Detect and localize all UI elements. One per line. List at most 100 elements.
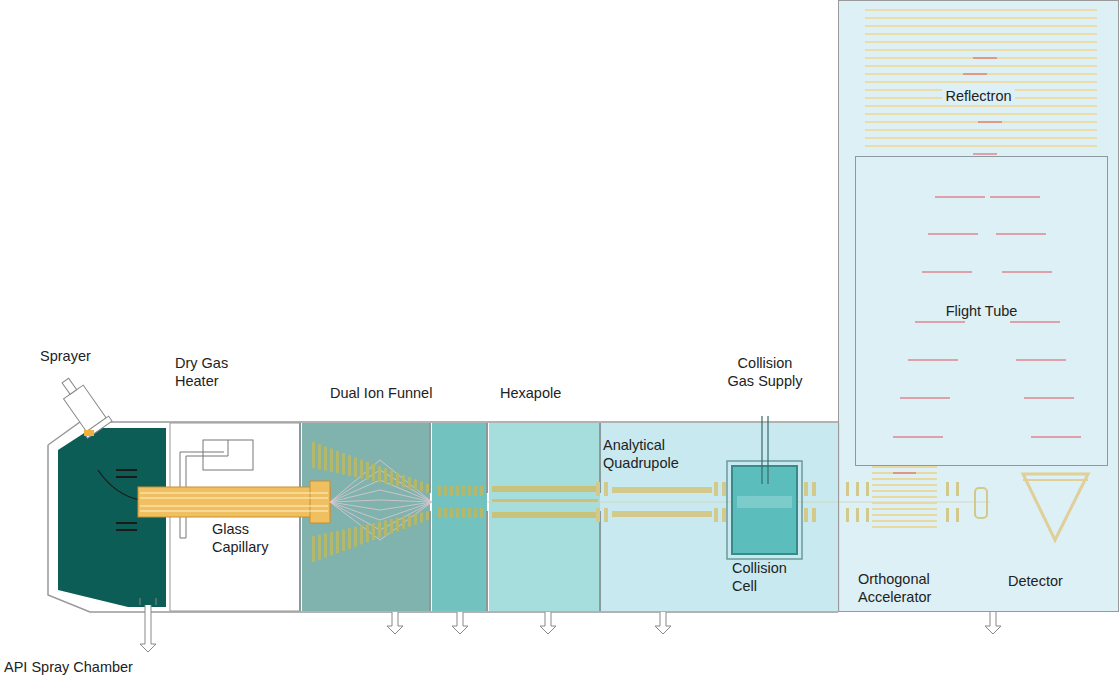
ion-lens [604,482,608,496]
part-label: Analytical Quadrupole [603,436,698,472]
funnel-electrode [378,522,381,538]
reflectron-plate [865,73,1097,75]
ion-lens [956,508,959,522]
reflectron-plate [865,121,1097,123]
field-mark [978,122,1002,123]
funnel-electrode [312,536,315,562]
ion-lens [866,508,869,522]
funnel-electrode [480,486,483,496]
field-mark [915,322,965,323]
funnel-electrode [456,508,459,518]
funnel-electrode [372,523,375,540]
part-name: Reflectron [839,87,1118,105]
accelerator-plate [872,466,937,468]
cell-guide [737,496,792,508]
ion-trajectory [330,502,432,510]
field-mark [922,272,972,273]
ion-trajectory [330,490,432,502]
funnel-electrode [408,515,411,527]
reflectron-plate [865,145,1097,147]
accelerator-plate [872,502,937,504]
funnel-electrode [354,527,357,547]
funnel-electrode [384,520,387,535]
reflectron-plate [865,57,1097,59]
chamber-wall [486,423,488,611]
field-mark [893,473,916,474]
chamber-wall [429,423,431,611]
funnel-electrode [402,517,405,530]
funnel-electrode [426,511,429,520]
funnel-electrode [372,464,375,481]
reflectron-plate [865,89,1097,91]
field-mark [963,74,987,75]
sprayer-symbol [53,372,112,438]
ion-trajectory [330,500,432,502]
beam-stop [975,488,987,518]
sprayer-inlet [62,378,77,394]
ion-lens [804,482,808,496]
funnel-electrode [336,531,339,553]
accelerator-plate [872,484,937,486]
funnel-electrode [390,519,393,533]
funnel-electrode [402,475,405,488]
funnel-electrode [366,524,369,542]
text-patch: Reflectron [942,87,1014,105]
funnel-electrode [390,471,393,485]
funnel-electrode [366,462,369,480]
funnel-electrode [456,486,459,496]
pump-arrow [452,612,468,634]
funnel-electrode [312,442,315,468]
ion-lens [604,508,608,522]
funnel-electrode [468,486,471,496]
hexapole-rod [492,499,598,502]
funnel-electrode [414,479,417,490]
ion-lens [946,482,949,496]
reflectron-plate [865,105,1097,107]
ion-lens [722,508,726,522]
ion-lens [846,508,849,522]
funnel-electrode [474,486,477,496]
field-mark [990,197,1040,198]
field-mark [893,437,943,438]
field-mark [973,154,997,155]
reflectron-plate [865,129,1097,131]
funnel-electrode [318,444,321,469]
tof-housing: ReflectronFlight Tube [838,0,1119,612]
flight-tube-box: Flight Tube [855,156,1108,466]
funnel-electrode [396,473,399,486]
funnel-electrode [360,526,363,545]
accelerator-plate [872,520,937,522]
reflectron-plate [865,97,1097,99]
funnel-electrode [450,486,453,496]
funnel-electrode [360,460,363,479]
spray-plume [98,470,140,500]
funnel-electrode [438,508,441,518]
ion-lens [812,508,816,522]
pump-arrow [985,612,1001,634]
funnel-electrode [474,508,477,518]
field-mark [996,234,1046,235]
funnel-electrode [426,484,429,493]
ion-lens [946,508,949,522]
field-mark [1016,360,1066,361]
gas-supply-line [762,416,768,484]
quadrupole-rod [612,511,712,517]
funnel-electrode [420,513,423,523]
accelerator-plate [872,472,937,474]
reflectron-plate [865,113,1097,115]
field-mark [928,234,978,235]
reflectron-plate [865,33,1097,35]
quadrupole-chamber-fill [600,423,840,611]
detector-plate [1023,479,1088,481]
ion-lens [856,482,859,496]
ion-trajectory [330,480,432,502]
capillary-stripe [140,497,328,498]
accelerator-plate [872,490,937,492]
reflectron-plate [865,9,1097,11]
part-label: Collision Gas Supply [724,354,806,390]
funnel-stage-fill [302,423,430,611]
ion-lens [956,482,959,496]
funnel-electrode [450,508,453,518]
reflectron-plate [865,25,1097,27]
reflectron-plate [865,65,1097,67]
